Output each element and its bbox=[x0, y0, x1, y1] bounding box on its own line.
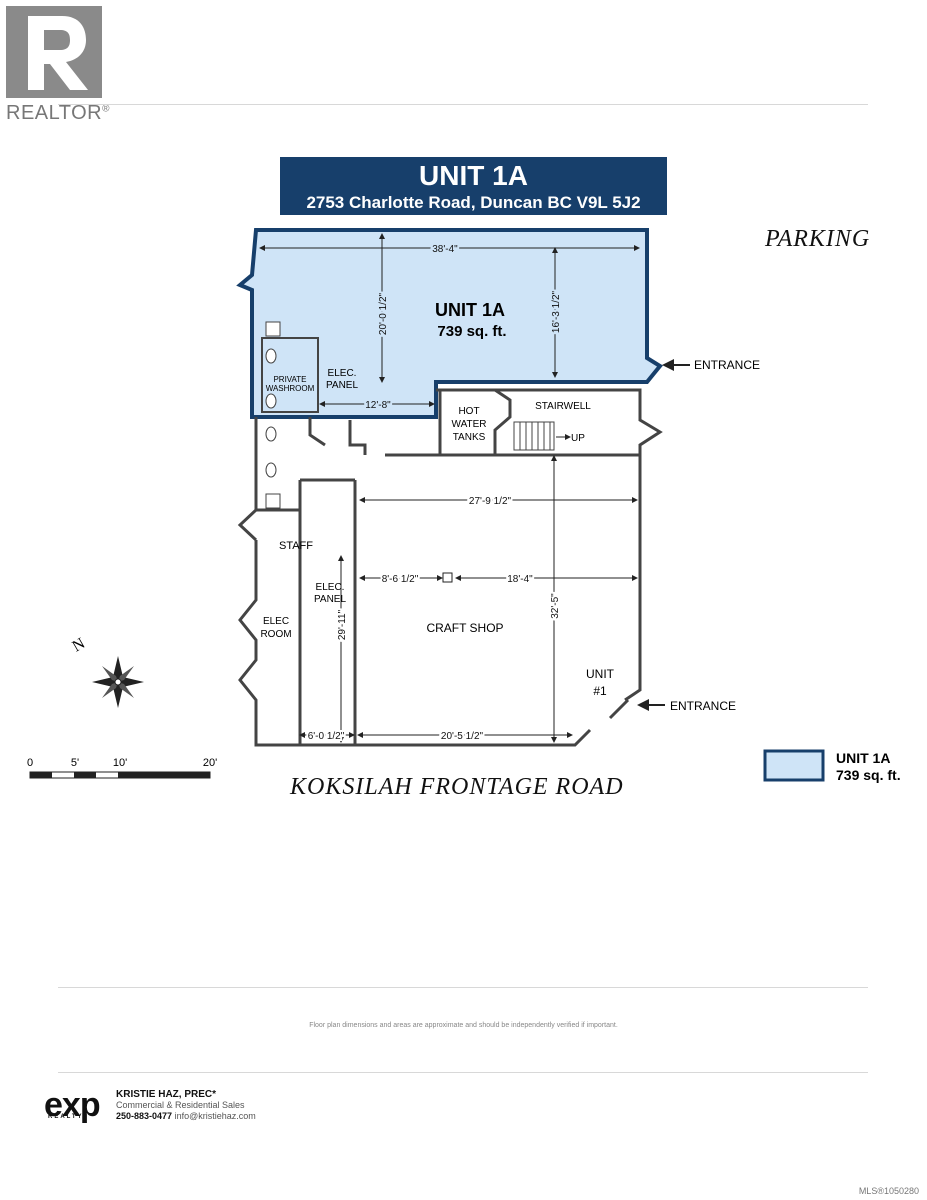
title-unit: UNIT 1A bbox=[419, 160, 528, 191]
dim-18-4: 18'-4" bbox=[507, 574, 533, 585]
dim-20-5-5: 20'-5 1/2" bbox=[441, 731, 484, 742]
floor-plan: UNIT 1A 739 sq. ft. PRIVATE WASHROOM ELE… bbox=[27, 228, 901, 783]
scale-tick-20: 20' bbox=[203, 757, 217, 769]
agent-info: KRISTIE HAZ, PREC* Commercial & Resident… bbox=[116, 1089, 256, 1122]
dim-27-9-5: 27'-9 1/2" bbox=[469, 496, 512, 507]
dim-6-0-5: 6'-0 1/2" bbox=[308, 731, 345, 742]
exp-realty-label: REALTY bbox=[48, 1114, 84, 1120]
exp-logo: exp bbox=[44, 1086, 101, 1124]
staff-label: STAFF bbox=[279, 540, 313, 552]
elec-panel-2-label-2: PANEL bbox=[314, 594, 346, 605]
entrance-lower-label: ENTRANCE bbox=[670, 699, 736, 713]
hot-water-label-3: TANKS bbox=[453, 432, 486, 443]
elec-panel-2-label-1: ELEC. bbox=[316, 582, 345, 593]
elec-room-label-2: ROOM bbox=[260, 629, 291, 640]
realtor-logo-icon bbox=[6, 6, 102, 98]
private-washroom-label-1: PRIVATE bbox=[273, 375, 306, 384]
legend-swatch bbox=[763, 749, 825, 782]
dim-16-3-5: 16'-3 1/2" bbox=[551, 290, 562, 333]
scale-bar bbox=[29, 771, 211, 779]
mls-number: MLS®1050280 bbox=[858, 1186, 919, 1196]
title-address: 2753 Charlotte Road, Duncan BC V9L 5J2 bbox=[306, 193, 641, 212]
scale-tick-0: 0 bbox=[27, 757, 33, 769]
disclaimer: Floor plan dimensions and areas are appr… bbox=[309, 1022, 618, 1029]
agent-contact: 250-883-0477 info@kristiehaz.com bbox=[116, 1111, 256, 1122]
realtor-wordmark: REALTOR® bbox=[6, 102, 110, 125]
parking-label: PARKING bbox=[765, 226, 871, 252]
elec-room-label-1: ELEC bbox=[263, 616, 289, 627]
column-marker bbox=[442, 572, 453, 583]
title-banner: UNIT 1A 2753 Charlotte Road, Duncan BC V… bbox=[280, 157, 667, 215]
footer-divider-top bbox=[58, 987, 868, 988]
stairs bbox=[513, 421, 555, 451]
legend-area: 739 sq. ft. bbox=[836, 767, 901, 783]
registered-mark: ® bbox=[102, 103, 110, 115]
elec-panel-1-label-1: ELEC. bbox=[328, 368, 357, 379]
entrance-upper-label: ENTRANCE bbox=[694, 358, 760, 372]
agent-company: Commercial & Residential Sales bbox=[116, 1100, 245, 1110]
unit-1-label-1: UNIT bbox=[586, 667, 615, 681]
agent-email: info@kristiehaz.com bbox=[174, 1111, 256, 1121]
scale-tick-10: 10' bbox=[113, 757, 127, 769]
scale-tick-5: 5' bbox=[71, 757, 79, 769]
unit-1-label-2: #1 bbox=[593, 684, 607, 698]
dim-12-8: 12'-8" bbox=[365, 400, 391, 411]
dimension-lines bbox=[259, 233, 640, 743]
agent-phone: 250-883-0477 bbox=[116, 1111, 173, 1121]
hot-water-label-1: HOT bbox=[458, 406, 479, 417]
compass-rose-icon bbox=[92, 656, 144, 708]
unit-1a-area-label: 739 sq. ft. bbox=[437, 323, 506, 340]
fixtures bbox=[265, 321, 281, 509]
stairwell-label: STAIRWELL bbox=[535, 401, 591, 412]
up-label: UP bbox=[571, 433, 585, 444]
craft-shop-label: CRAFT SHOP bbox=[426, 621, 503, 635]
private-washroom-label-2: WASHROOM bbox=[266, 384, 315, 393]
dim-38-4: 38'-4" bbox=[432, 244, 458, 255]
legend-name: UNIT 1A bbox=[836, 750, 890, 766]
road-label: KOKSILAH FRONTAGE ROAD bbox=[290, 774, 624, 800]
footer-divider-bottom bbox=[58, 1072, 868, 1073]
dim-29-11: 29'-11" bbox=[337, 609, 348, 640]
dim-8-6-5: 8'-6 1/2" bbox=[382, 574, 419, 585]
dim-20-0-5: 20'-0 1/2" bbox=[378, 292, 389, 335]
header-divider bbox=[58, 104, 868, 105]
washroom-walls bbox=[261, 337, 319, 413]
realtor-label: REALTOR bbox=[6, 102, 103, 124]
hot-water-label-2: WATER bbox=[452, 419, 487, 430]
elec-panel-1-label-2: PANEL bbox=[326, 380, 358, 391]
dim-32-5: 32'-5" bbox=[550, 593, 561, 619]
north-label: N bbox=[70, 635, 89, 656]
unit-1a-name: UNIT 1A bbox=[435, 300, 505, 320]
building-walls bbox=[237, 388, 663, 747]
agent-name: KRISTIE HAZ, PREC* bbox=[116, 1089, 217, 1100]
